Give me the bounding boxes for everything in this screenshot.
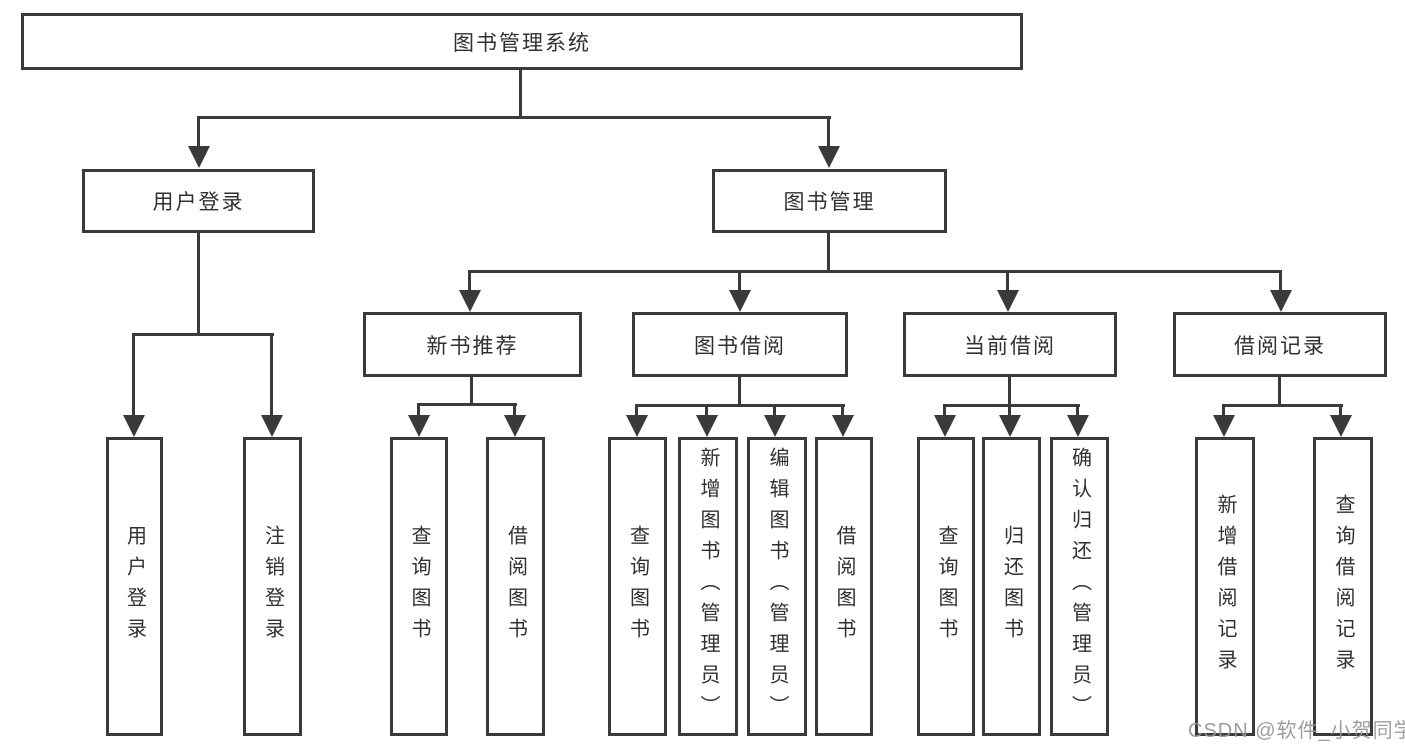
connector-vline <box>1008 377 1011 406</box>
connector-vline <box>197 233 200 336</box>
connector-hline <box>468 270 1282 273</box>
node-new-book-recommendation: 新书推荐 <box>363 312 582 377</box>
arrow-down-icon <box>261 415 283 437</box>
connector-vline <box>705 404 708 417</box>
arrow-down-icon <box>999 415 1021 437</box>
connector-vline <box>197 116 200 148</box>
leaf-return-books: 归还图书 <box>982 437 1041 736</box>
connector-vline <box>132 333 135 417</box>
connector-vline <box>1076 404 1079 417</box>
leaf-query-books-borrowing: 查询图书 <box>608 437 667 736</box>
connector-vline <box>738 270 741 292</box>
connector-vline <box>1008 404 1011 417</box>
arrow-down-icon <box>1330 415 1352 437</box>
connector-vline <box>1278 377 1281 406</box>
connector-vline <box>513 403 516 417</box>
arrow-down-icon <box>997 290 1019 312</box>
leaf-edit-books-admin: 编辑图书（管理员） <box>747 437 807 736</box>
arrow-down-icon <box>504 415 526 437</box>
leaf-borrow-books-recommend: 借阅图书 <box>486 437 545 736</box>
connector-hline <box>417 403 517 406</box>
arrow-down-icon <box>764 415 786 437</box>
leaf-query-books-current: 查询图书 <box>917 437 975 736</box>
arrow-down-icon <box>818 146 840 168</box>
node-user-login: 用户登录 <box>82 169 315 233</box>
connector-vline <box>773 404 776 417</box>
connector-hline <box>1222 404 1343 407</box>
arrow-down-icon <box>729 290 751 312</box>
connector-vline <box>519 70 522 118</box>
connector-vline <box>827 233 830 273</box>
connector-vline <box>738 377 741 406</box>
connector-vline <box>827 116 830 148</box>
connector-vline <box>635 404 638 417</box>
arrow-down-icon <box>1213 415 1235 437</box>
arrow-down-icon <box>696 415 718 437</box>
connector-vline <box>1339 404 1342 417</box>
node-library-system: 图书管理系统 <box>21 13 1023 70</box>
leaf-add-books-admin: 新增图书（管理员） <box>678 437 738 736</box>
connector-hline <box>635 404 845 407</box>
connector-hline <box>132 333 274 336</box>
arrow-down-icon <box>934 415 956 437</box>
leaf-confirm-return-admin: 确认归还（管理员） <box>1050 437 1109 736</box>
arrow-down-icon <box>832 415 854 437</box>
arrow-down-icon <box>1067 415 1089 437</box>
connector-vline <box>270 333 273 417</box>
leaf-query-books-recommend: 查询图书 <box>390 437 448 736</box>
connector-vline <box>943 404 946 417</box>
arrow-down-icon <box>626 415 648 437</box>
arrow-down-icon <box>408 415 430 437</box>
arrow-down-icon <box>188 146 210 168</box>
leaf-borrow-books-borrowing: 借阅图书 <box>815 437 873 736</box>
connector-vline <box>1279 270 1282 292</box>
connector-vline <box>1006 270 1009 292</box>
node-borrowing-records: 借阅记录 <box>1173 312 1387 377</box>
connector-hline <box>197 116 831 119</box>
arrow-down-icon <box>123 415 145 437</box>
connector-vline <box>841 404 844 417</box>
connector-vline <box>1222 404 1225 417</box>
node-book-borrowing: 图书借阅 <box>632 312 848 377</box>
leaf-logout: 注销登录 <box>243 437 302 736</box>
leaf-query-borrow-record: 查询借阅记录 <box>1313 437 1373 736</box>
connector-vline <box>470 377 473 406</box>
leaf-user-login: 用户登录 <box>106 437 163 736</box>
connector-vline <box>468 270 471 292</box>
connector-vline <box>417 403 420 417</box>
node-current-borrowing: 当前借阅 <box>903 312 1117 377</box>
connector-hline <box>943 404 1080 407</box>
node-book-management: 图书管理 <box>712 169 947 233</box>
leaf-add-borrow-record: 新增借阅记录 <box>1195 437 1255 736</box>
arrow-down-icon <box>1270 290 1292 312</box>
arrow-down-icon <box>459 290 481 312</box>
csdn-watermark: CSDN @软件_小贺同学 <box>1188 720 1405 742</box>
